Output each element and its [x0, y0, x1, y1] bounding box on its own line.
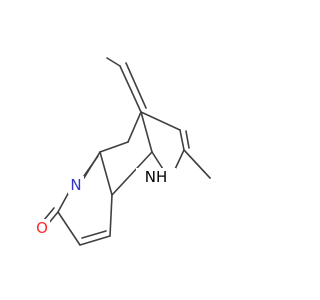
ring-right-double-b [185, 130, 190, 149]
c4-to-c4a-bond [109, 194, 113, 237]
c2-to-c3-bond [57, 211, 81, 246]
left-ch2-bond [99, 141, 129, 153]
ring-right-double-a [179, 129, 185, 151]
c2-to-o-bond-b [43, 207, 55, 221]
nitrogen-ring-label: N [70, 176, 81, 194]
ethylidene-double-bond-b [125, 62, 147, 109]
bridge-to-left-bond [127, 111, 142, 143]
bridge-to-right-bond [140, 111, 181, 131]
c8a-to-c4a-bond [99, 151, 113, 196]
bridge-to-quaternary-bond [140, 111, 153, 153]
oxygen-label: O [36, 219, 48, 237]
c3-to-c4-double-a [79, 235, 111, 246]
c4a-to-quaternary [111, 151, 153, 196]
molecule-structure-diagram: N O NH [34, 57, 211, 246]
bond-layer [43, 57, 211, 246]
amine-label: NH [145, 168, 168, 186]
atom-amine: NH [136, 168, 176, 186]
ethyl-ch3-bond [106, 57, 121, 67]
atom-oxygen: O [34, 219, 50, 237]
n-c8a-double-inner [83, 155, 99, 177]
c3-to-c4-double-b [81, 230, 107, 239]
methyl-bond [183, 149, 211, 179]
atom-n-ring: N [68, 176, 84, 194]
ethylidene-double-bond-a [119, 65, 142, 113]
